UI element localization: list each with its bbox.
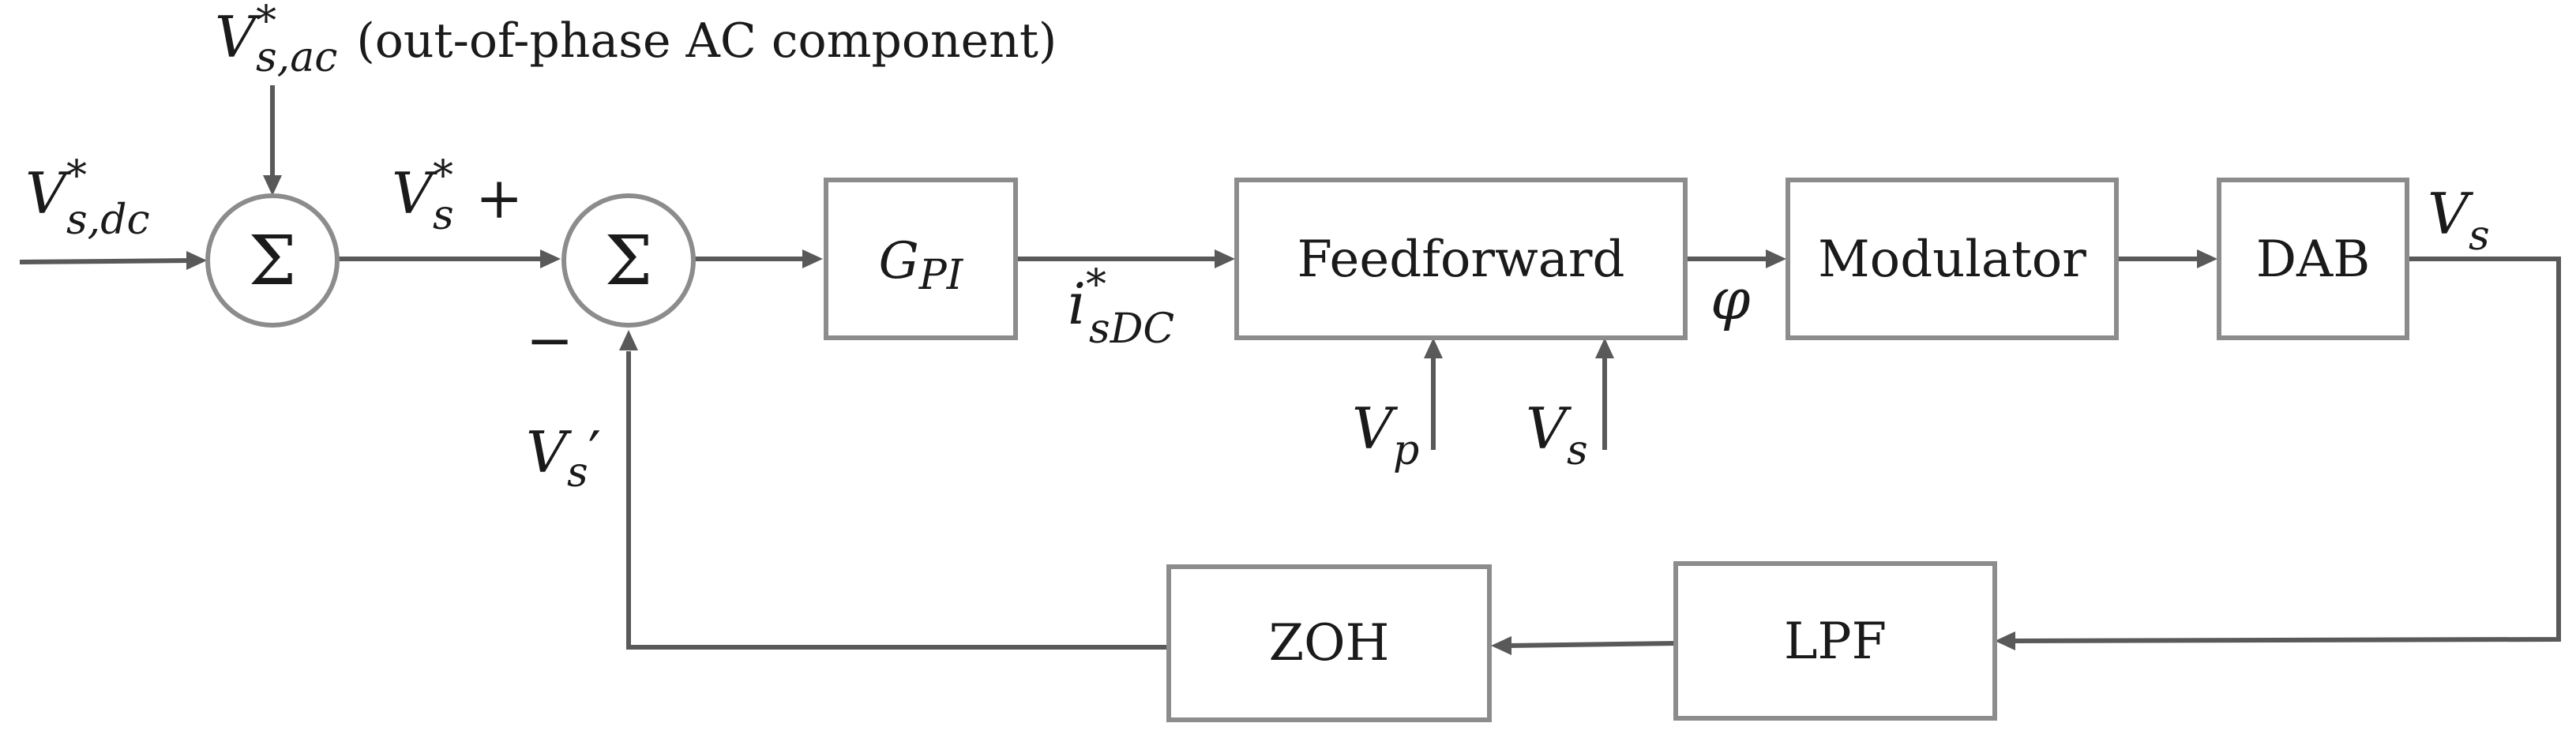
wire-dab-to-lpf	[2011, 257, 2561, 643]
zoh-block: ZOH	[1166, 564, 1492, 722]
arrow-sum1-left	[186, 251, 207, 270]
modulator-label: Modulator	[1818, 230, 2086, 289]
arrow-feedforward-vs	[1595, 338, 1614, 358]
arrow-zoh-in	[1491, 636, 1511, 655]
arrow-sum1-top	[263, 175, 282, 196]
signal-wires	[19, 85, 2561, 655]
vs-ac-label: V*s,ac(out-of-phase AC component)	[215, 0, 1057, 81]
svg-text:GPI: GPI	[879, 232, 964, 299]
vs-input-label: Vs	[1526, 395, 1588, 474]
feedforward-label: Feedforward	[1297, 230, 1625, 289]
wire-vs-dc-to-sum1	[19, 258, 194, 264]
feedforward-block: Feedforward	[1234, 178, 1688, 340]
lpf-block: LPF	[1673, 561, 1997, 721]
arrow-modulator-in	[1766, 249, 1786, 268]
vs-ref-label: V*s	[392, 152, 454, 239]
gpi-main: G	[879, 232, 919, 290]
minus-sign: −	[526, 307, 573, 373]
lpf-label: LPF	[1784, 613, 1887, 671]
vs-output-label: Vs	[2428, 181, 2490, 260]
dab-label: DAB	[2256, 230, 2371, 289]
arrow-feedforward-vp	[1424, 338, 1443, 358]
summing-junction-2: Σ	[561, 193, 696, 328]
vs-dc-label: V*s,dc	[25, 152, 150, 244]
summing-junction-1: Σ	[205, 193, 340, 328]
arrow-sum2-left	[540, 249, 561, 268]
phi-label: φ	[1710, 266, 1751, 332]
arrow-dab-in	[2197, 249, 2217, 268]
sum1-sigma: Σ	[249, 222, 297, 301]
arrow-gpi-in	[802, 249, 823, 268]
arrow-feedforward-in	[1215, 249, 1235, 268]
arrow-lpf-in	[1995, 631, 2015, 650]
arrow-sum2-bottom	[619, 330, 638, 350]
wire-lpf-to-zoh	[1508, 641, 1677, 648]
wire-zoh-to-sum2	[626, 351, 1169, 650]
zoh-label: ZOH	[1269, 614, 1390, 672]
gpi-block: GPI	[824, 178, 1018, 340]
gpi-sub: PI	[918, 252, 964, 299]
modulator-block: Modulator	[1786, 178, 2119, 340]
dab-block: DAB	[2217, 178, 2409, 340]
vp-label: Vp	[1352, 395, 1419, 474]
vs-feedback-label: Vs′	[526, 419, 601, 496]
isdc-label: i*sDC	[1068, 261, 1174, 353]
plus-sign: +	[475, 165, 523, 231]
sum2-sigma: Σ	[605, 222, 653, 301]
